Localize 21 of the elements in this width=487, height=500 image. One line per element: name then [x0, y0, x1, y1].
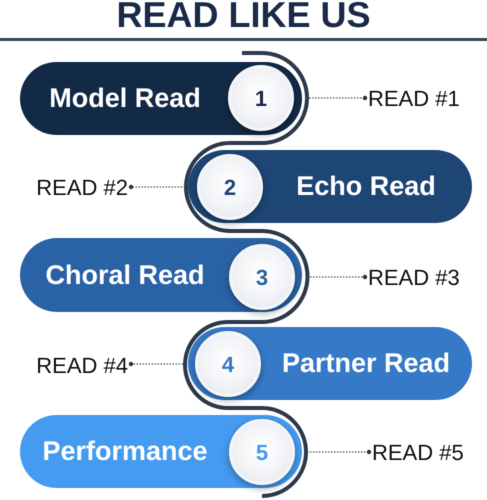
leader-line	[307, 450, 372, 454]
step-pill	[188, 150, 472, 223]
title: READ LIKE US	[115, 0, 372, 36]
step-pill	[188, 327, 472, 400]
read-label: READ #5	[372, 437, 487, 467]
step-title: Echo Read	[296, 173, 436, 200]
step-title: Model Read	[49, 85, 201, 112]
read-label: READ #1	[368, 83, 483, 113]
step-title: Partner Read	[282, 350, 450, 377]
read-label: READ #3	[368, 262, 483, 292]
read-label: READ #2	[10, 172, 128, 202]
leader-line	[307, 274, 368, 280]
step-pill	[20, 62, 302, 135]
leader-line	[128, 362, 183, 366]
leader-line	[306, 96, 368, 100]
step-pill	[20, 415, 302, 488]
step-title: Choral Read	[45, 262, 205, 288]
step-title: Performance	[42, 438, 208, 465]
read-label: READ #4	[10, 350, 128, 380]
leader-line	[128, 184, 185, 190]
step-pill	[20, 238, 302, 312]
